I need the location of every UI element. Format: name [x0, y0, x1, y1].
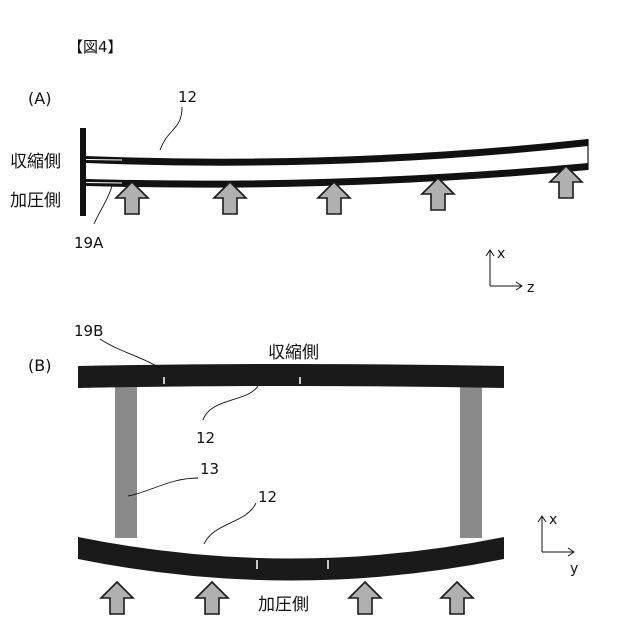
- leader-13: [128, 478, 198, 496]
- panel-a: (A) 収縮側 加圧側 12 19A: [10, 88, 588, 296]
- leader-12-b-top: [203, 386, 258, 420]
- up-arrow-icon: [101, 582, 133, 614]
- figure-label: 【図4】: [68, 38, 123, 56]
- ref-19b: 19B: [74, 322, 103, 340]
- side-label-pressure-a: 加圧側: [10, 191, 61, 211]
- ref-13: 13: [200, 460, 219, 478]
- up-arrow-icon: [422, 178, 454, 210]
- ref-12-b-top: 12: [196, 429, 215, 447]
- up-arrow-icon: [349, 582, 381, 614]
- panel-b: (B) 19B 収縮側 12 13 12 加圧側: [28, 322, 578, 615]
- axis-x-label-a: x: [497, 246, 505, 262]
- leader-19b: [100, 339, 160, 368]
- side-label-contraction-a: 収縮側: [10, 152, 61, 172]
- ref-19a: 19A: [74, 234, 104, 252]
- leader-12-a: [160, 107, 182, 150]
- panel-a-label: (A): [28, 89, 51, 108]
- fixing-line-bottom: [86, 183, 122, 184]
- panel-b-label: (B): [28, 356, 51, 375]
- beam-bottom-b: [78, 537, 504, 581]
- spacer-left: [115, 386, 137, 538]
- fixed-wall: [80, 128, 86, 216]
- up-arrow-icon: [318, 182, 350, 214]
- ref-12-a: 12: [178, 88, 197, 106]
- side-label-contraction-b: 収縮側: [268, 343, 319, 363]
- axis-z-label-a: z: [527, 280, 534, 296]
- axis-x-label-b: x: [549, 512, 557, 528]
- leader-19a: [94, 186, 112, 224]
- ref-12-b-bottom: 12: [258, 488, 277, 506]
- axis-y-label-b: y: [570, 561, 578, 577]
- fixing-line-top: [86, 160, 122, 161]
- up-arrow-icon: [196, 582, 228, 614]
- spacer-right: [460, 386, 482, 538]
- leader-12-b-bottom: [204, 503, 256, 544]
- beam-top-b: [78, 364, 504, 388]
- side-label-pressure-b: 加圧側: [258, 595, 309, 615]
- up-arrow-icon: [441, 582, 473, 614]
- beam-top-a: [86, 139, 588, 166]
